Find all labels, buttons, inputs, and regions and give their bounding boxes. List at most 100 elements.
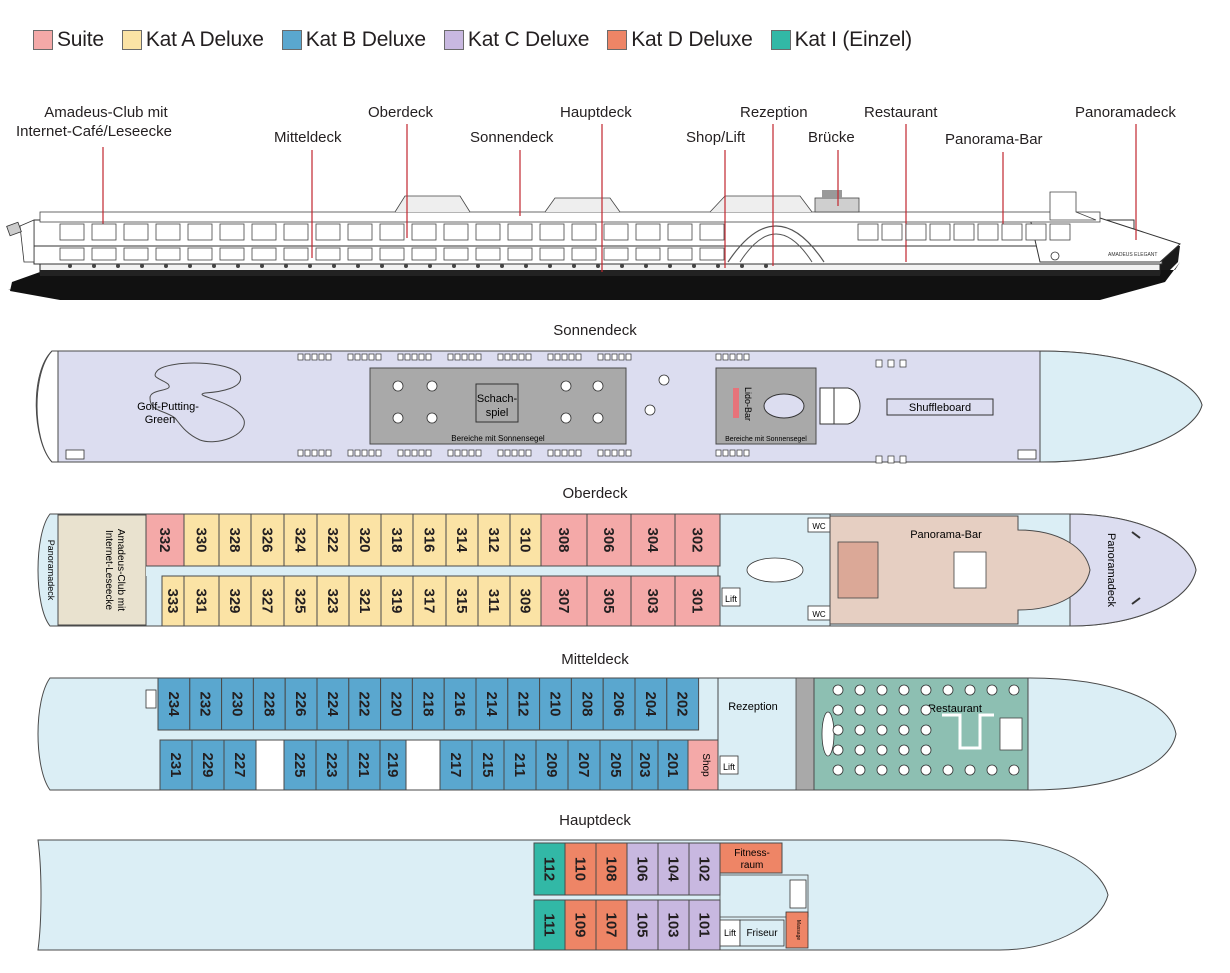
cabin-number: 202 bbox=[674, 691, 691, 716]
porthole bbox=[140, 264, 144, 268]
sun-lounger bbox=[504, 353, 511, 361]
cabin-211: 211 bbox=[503, 739, 537, 791]
cabin-number: 222 bbox=[356, 691, 373, 716]
callout-restaurant: Restaurant bbox=[864, 104, 937, 121]
ship-window bbox=[929, 223, 951, 241]
panoramadeck-label: Panoramadeck bbox=[1105, 533, 1117, 607]
cabin-number: 322 bbox=[324, 527, 341, 552]
sun-lounger bbox=[899, 455, 907, 464]
sun-lounger bbox=[887, 455, 895, 464]
ship-window bbox=[251, 223, 277, 241]
restaurant-table-icon bbox=[832, 724, 844, 736]
restaurant-table-icon bbox=[942, 764, 954, 776]
sun-lounger bbox=[875, 455, 883, 464]
restaurant-table-icon bbox=[986, 684, 998, 696]
sun-lounger bbox=[318, 449, 325, 457]
sun-chairs bbox=[297, 353, 907, 464]
cabin-box bbox=[626, 842, 659, 896]
callout-text: Restaurant bbox=[864, 104, 938, 121]
callout-shop-lift: Shop/Lift bbox=[686, 129, 745, 146]
sonnensegel-label-2: Bereiche mit Sonnensegel bbox=[725, 436, 807, 443]
cabin-number: 330 bbox=[193, 527, 210, 552]
cabin-305: 305 bbox=[586, 575, 632, 627]
legend-label: Kat C Deluxe bbox=[467, 28, 590, 51]
cabin-223: 223 bbox=[315, 739, 349, 791]
sun-lounger bbox=[475, 353, 482, 361]
porthole bbox=[740, 264, 744, 268]
cabin-number: 107 bbox=[603, 912, 620, 937]
cabin-306: 306 bbox=[586, 513, 632, 567]
cabin-number: 217 bbox=[447, 752, 464, 777]
cabin-number: 317 bbox=[421, 588, 438, 613]
cabin-number: 303 bbox=[644, 588, 661, 613]
shop-label: Shop bbox=[700, 753, 711, 777]
cabin-number: 112 bbox=[541, 857, 558, 881]
porthole bbox=[284, 264, 288, 268]
cabin-box bbox=[509, 513, 542, 567]
cabin-number: 327 bbox=[259, 588, 276, 613]
deck-title-sonnendeck: Sonnendeck bbox=[553, 322, 637, 339]
sun-lounger bbox=[368, 353, 375, 361]
cabin-box bbox=[316, 513, 350, 567]
cabin-box bbox=[586, 575, 632, 627]
cabin-106: 106 bbox=[626, 842, 659, 896]
cabin-number: 232 bbox=[197, 691, 214, 716]
cabin-box bbox=[223, 739, 257, 791]
cabin-number: 103 bbox=[665, 912, 682, 937]
cabin-number: 328 bbox=[226, 527, 243, 552]
legend-label: Kat B Deluxe bbox=[305, 28, 426, 51]
cabin-225: 225 bbox=[283, 739, 317, 791]
sun-lounger bbox=[504, 449, 511, 457]
cabin-214: 214 bbox=[475, 677, 509, 731]
cabin-number: 309 bbox=[517, 588, 534, 613]
callout-text: Internet-Café/Leseecke bbox=[16, 123, 172, 140]
sun-lounger bbox=[525, 353, 532, 361]
sun-lounger bbox=[875, 359, 883, 368]
ship-windows bbox=[59, 223, 1071, 268]
cabin-box bbox=[252, 677, 286, 731]
cabin-326: 326 bbox=[250, 513, 285, 567]
cabin-number: 310 bbox=[517, 527, 534, 552]
cabin-315: 315 bbox=[445, 575, 479, 627]
fitness-label-2: raum bbox=[741, 860, 764, 871]
restaurant-table-icon bbox=[876, 684, 888, 696]
legend-label: Kat A Deluxe bbox=[145, 28, 264, 51]
cabin-box bbox=[157, 677, 191, 731]
sun-lounger bbox=[318, 353, 325, 361]
golf-label: Golf-Putting- bbox=[137, 401, 199, 413]
sun-lounger bbox=[729, 449, 736, 457]
cabin-number: 208 bbox=[578, 691, 595, 716]
table-icon bbox=[592, 412, 604, 424]
table-icon bbox=[592, 380, 604, 392]
fitness-label: Fitness- bbox=[734, 848, 770, 859]
cabin-number: 210 bbox=[547, 691, 564, 716]
sun-lounger bbox=[625, 353, 632, 361]
cabin-number: 206 bbox=[610, 691, 627, 716]
cabin-103: 103 bbox=[657, 899, 690, 951]
sun-lounger bbox=[447, 353, 454, 361]
cabin-number: 201 bbox=[664, 752, 681, 777]
cabin-box bbox=[630, 513, 676, 567]
callout-rezeption: Rezeption bbox=[740, 104, 808, 121]
sun-lounger bbox=[511, 353, 518, 361]
ship-window bbox=[539, 223, 565, 241]
cabin-231: 231 bbox=[159, 739, 193, 791]
cabin-number: 333 bbox=[164, 588, 181, 613]
ship-window bbox=[507, 223, 533, 241]
cabin-box bbox=[540, 513, 588, 567]
cabin-box bbox=[250, 575, 285, 627]
cabin-number: 332 bbox=[156, 527, 173, 552]
table-icon bbox=[426, 412, 438, 424]
cabin-box bbox=[567, 739, 601, 791]
ship-window bbox=[379, 247, 405, 261]
cabin-329: 329 bbox=[218, 575, 252, 627]
cabin-309: 309 bbox=[509, 575, 542, 627]
cabin-102: 102 bbox=[688, 842, 721, 896]
cabin-308: 308 bbox=[540, 513, 588, 567]
sun-lounger bbox=[425, 449, 432, 457]
ship-name-text: AMADEUS ELEGANT bbox=[1108, 252, 1157, 258]
cabin-number: 316 bbox=[421, 527, 438, 552]
callout-text: Panorama-Bar bbox=[945, 131, 1043, 148]
cabin-box bbox=[439, 739, 473, 791]
sun-lounger bbox=[497, 353, 504, 361]
